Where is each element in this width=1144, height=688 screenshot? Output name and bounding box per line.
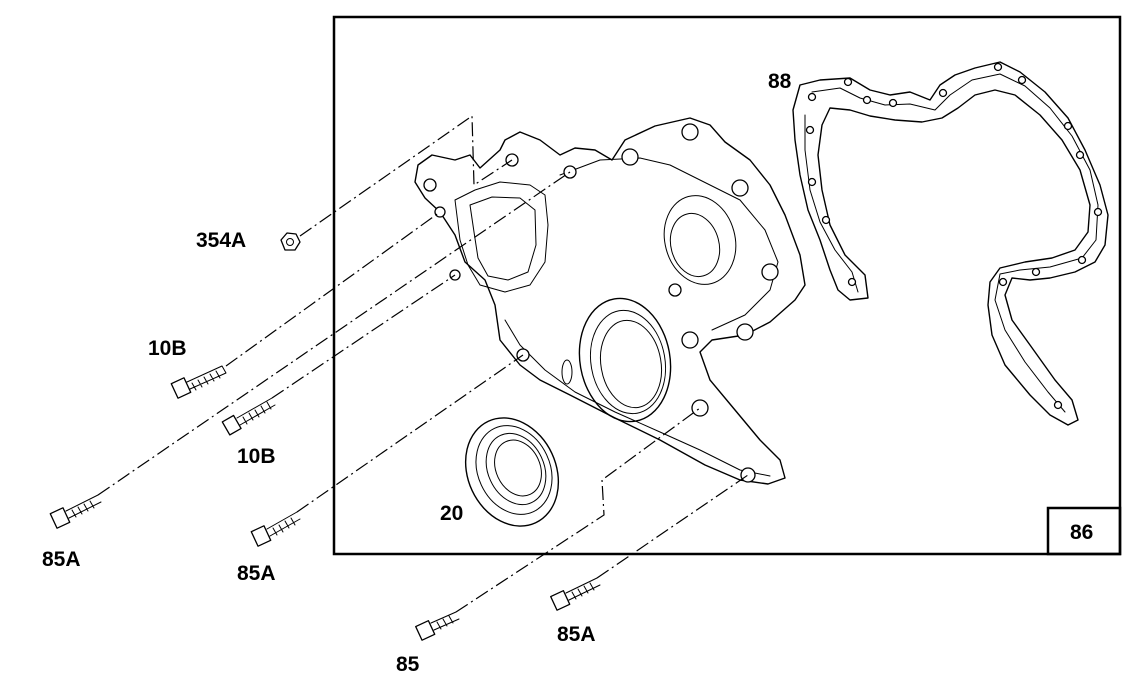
callout-85A-middle: 85A [237,562,276,585]
bolt-10B-upper [170,365,227,399]
gasket [792,61,1109,426]
callout-10B-lower: 10B [237,445,276,468]
callout-86: 86 [1070,521,1094,544]
bolt-85A-left [49,494,102,529]
diagram-frame [332,15,1122,556]
callout-88: 88 [768,70,792,93]
callout-85A-left: 85A [42,548,81,571]
bolt-85 [415,611,460,641]
timing-cover [414,117,806,485]
callout-354A: 354A [196,229,247,252]
callout-10B-upper: 10B [148,337,187,360]
callout-85A-right: 85A [557,623,596,646]
oil-seal [464,417,560,527]
bolt-85A-middle [250,511,301,547]
bolt-85A-right [550,577,601,611]
callout-20: 20 [440,502,464,525]
reference-box [1046,506,1122,556]
center-lines [97,114,749,613]
bolt-10B-lower [221,397,276,436]
callout-85: 85 [396,653,420,676]
nut-354A [280,232,301,251]
